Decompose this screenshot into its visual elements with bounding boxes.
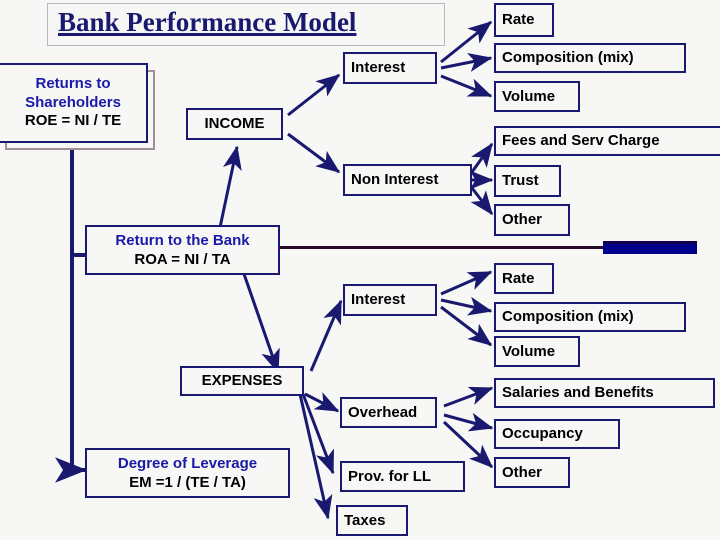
- page-title: Bank Performance Model: [58, 7, 357, 37]
- shareholders-line-1: Returns to: [35, 74, 111, 92]
- roa-progress-handle[interactable]: [603, 241, 697, 254]
- node-provision-for-loan-losses[interactable]: Prov. for LL: [340, 461, 465, 492]
- node-non-interest-fees[interactable]: Fees and Serv Charge: [494, 126, 720, 156]
- leverage-line-1: Degree of Leverage: [117, 454, 258, 472]
- node-income-interest-composition[interactable]: Composition (mix): [494, 43, 686, 73]
- roa-connector-line: [276, 246, 606, 249]
- title-box: Bank Performance Model: [47, 3, 445, 46]
- node-overhead[interactable]: Overhead: [340, 397, 437, 428]
- node-non-interest-other[interactable]: Other: [494, 204, 570, 236]
- node-income[interactable]: INCOME: [186, 108, 283, 140]
- node-expenses[interactable]: EXPENSES: [180, 366, 304, 396]
- node-non-interest[interactable]: Non Interest: [343, 164, 472, 196]
- node-overhead-occupancy[interactable]: Occupancy: [494, 419, 620, 449]
- node-expense-interest-volume[interactable]: Volume: [494, 336, 580, 367]
- node-income-interest-volume[interactable]: Volume: [494, 81, 580, 112]
- node-income-interest-rate[interactable]: Rate: [494, 3, 554, 37]
- shareholders-formula: ROE = NI / TE: [24, 112, 122, 130]
- bank-formula: ROA = NI / TA: [134, 251, 231, 268]
- node-non-interest-trust[interactable]: Trust: [494, 165, 561, 197]
- leverage-formula: EM =1 / (TE / TA): [129, 474, 246, 491]
- node-expense-interest-rate[interactable]: Rate: [494, 263, 554, 294]
- node-returns-to-shareholders[interactable]: Returns to Shareholders ROE = NI / TE: [0, 63, 148, 143]
- node-overhead-salaries[interactable]: Salaries and Benefits: [494, 378, 715, 408]
- shareholders-line-2: Shareholders: [25, 93, 121, 111]
- node-return-to-the-bank[interactable]: Return to the Bank ROA = NI / TA: [85, 225, 280, 275]
- node-expenses-interest[interactable]: Interest: [343, 284, 437, 316]
- node-taxes[interactable]: Taxes: [336, 505, 408, 536]
- node-expense-interest-composition[interactable]: Composition (mix): [494, 302, 686, 332]
- node-overhead-other[interactable]: Other: [494, 457, 570, 488]
- bank-line-1: Return to the Bank: [115, 231, 250, 249]
- node-income-interest[interactable]: Interest: [343, 52, 437, 84]
- node-degree-of-leverage[interactable]: Degree of Leverage EM =1 / (TE / TA): [85, 448, 290, 498]
